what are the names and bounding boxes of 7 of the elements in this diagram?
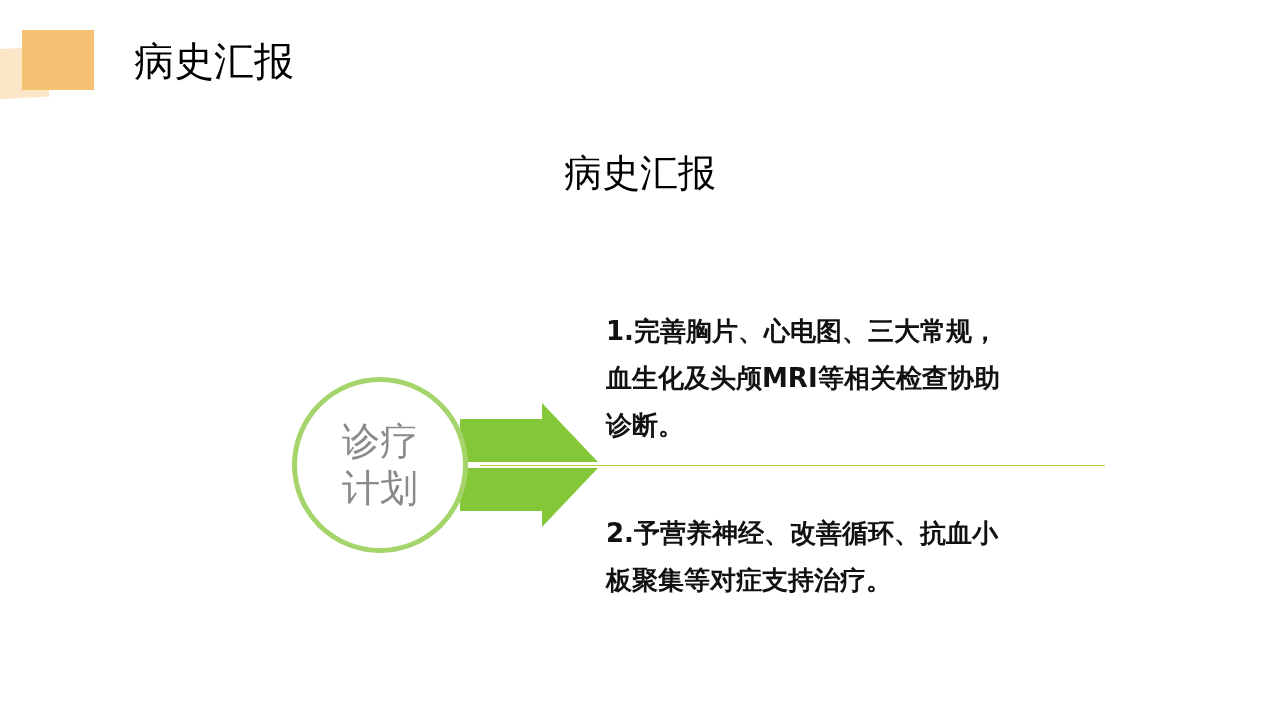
split-arrow xyxy=(460,468,598,527)
slide-heading: 病史汇报 xyxy=(563,150,717,197)
body-text: 1.完善胸片、心电图、三大常规，血生化及头颅MRI等相关检查协助诊断。 xyxy=(606,315,1001,442)
page-title: 病史汇报 xyxy=(134,37,294,86)
split-arrow xyxy=(460,403,598,462)
node-label: 诊疗计划 xyxy=(341,417,419,512)
body-text: 2.予营养神经、改善循环、抗血小板聚集等对症支持治疗。 xyxy=(606,517,1000,597)
